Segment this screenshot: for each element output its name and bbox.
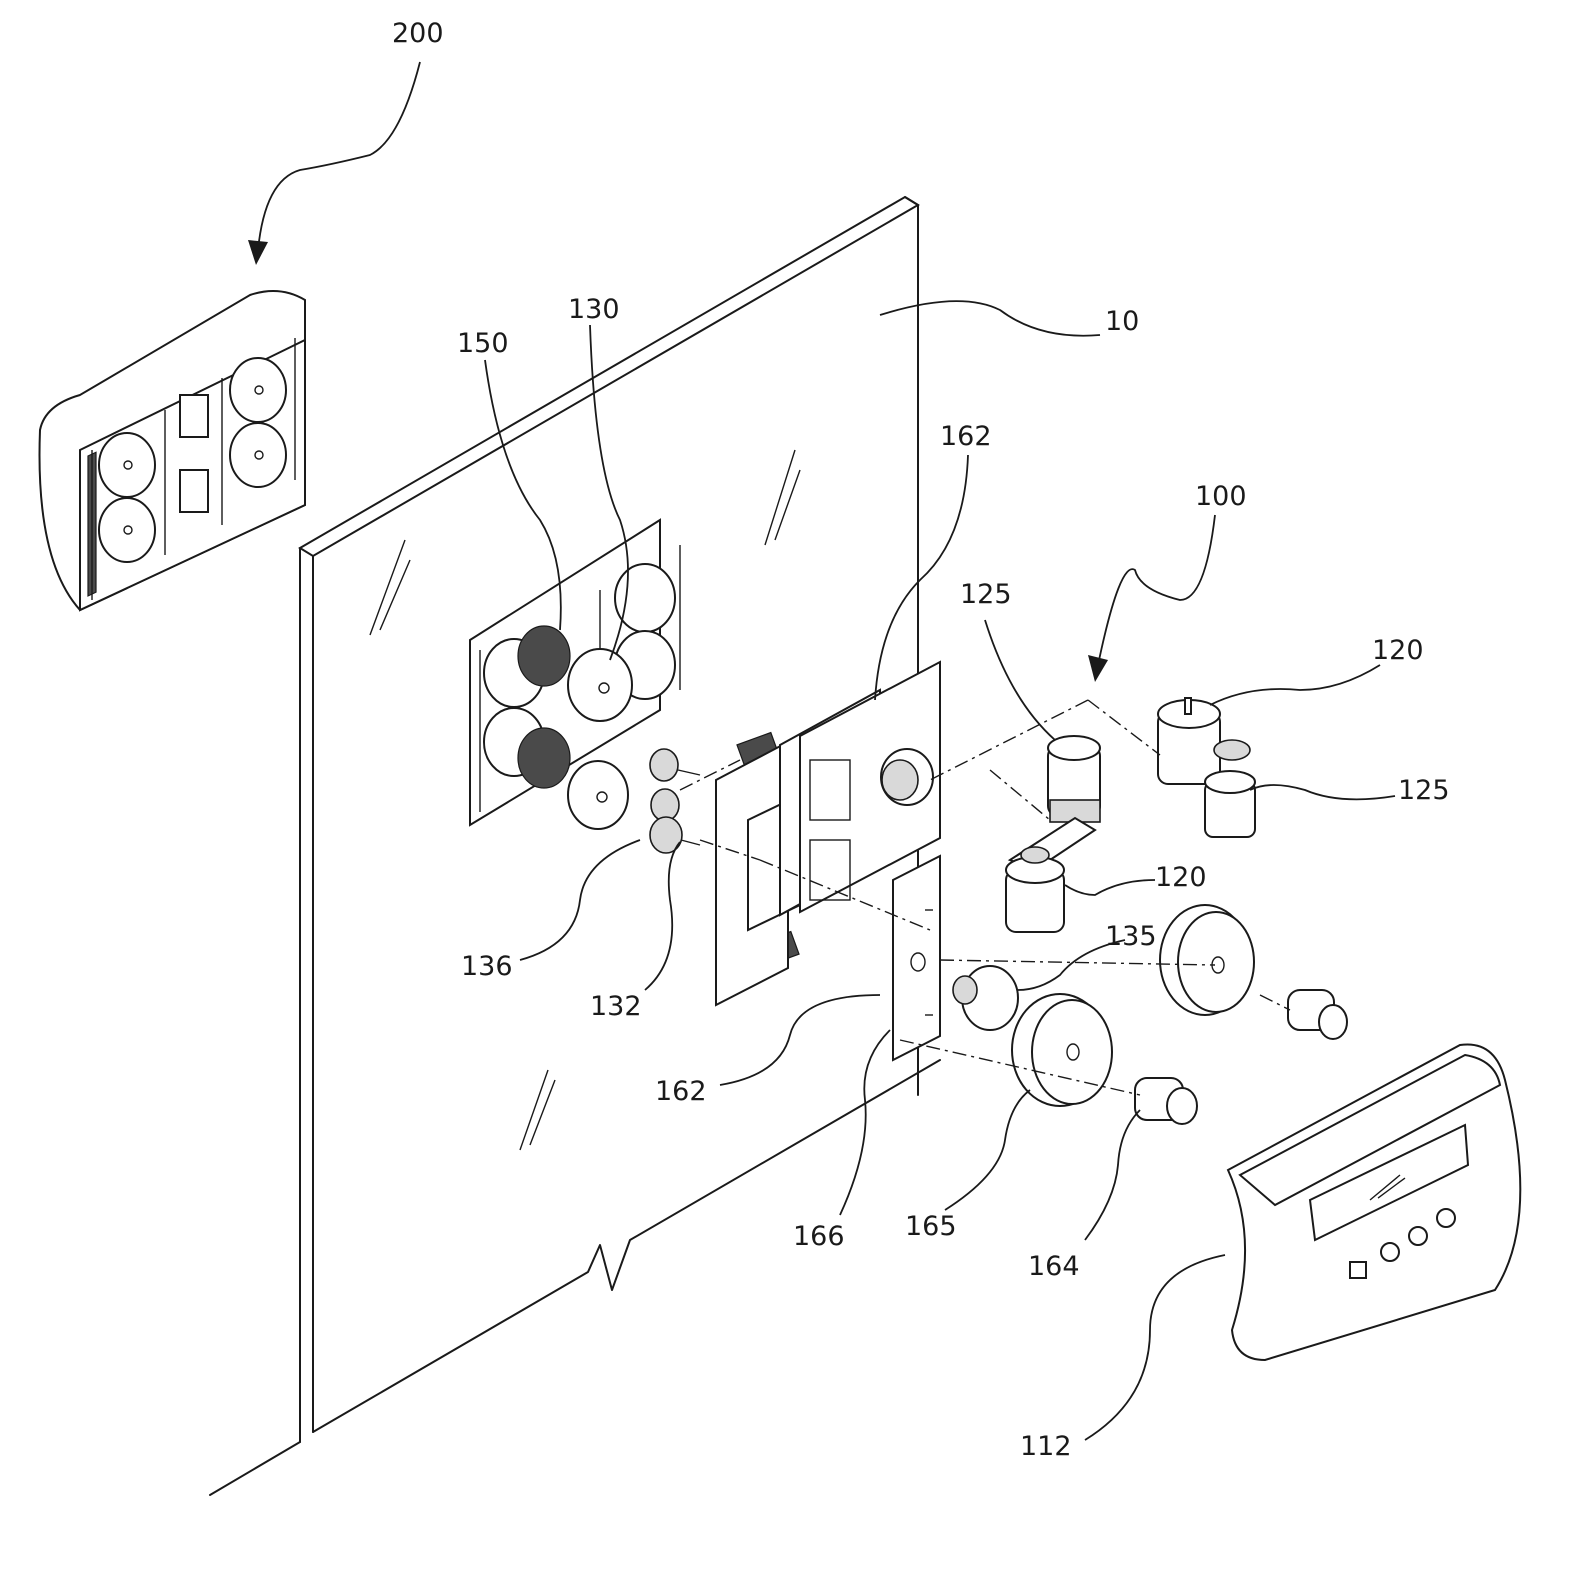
label-165: 165	[905, 1211, 957, 1242]
label-120-right: 120	[1372, 635, 1424, 666]
handle-disc-right	[1160, 905, 1254, 1015]
motor-right	[1158, 698, 1255, 837]
label-162-lower: 162	[655, 1076, 707, 1107]
label-135: 135	[1105, 921, 1157, 952]
label-10: 10	[1105, 306, 1139, 337]
label-120-center: 120	[1155, 862, 1207, 893]
label-100: 100	[1195, 481, 1247, 512]
knob-135	[953, 966, 1018, 1030]
gears	[650, 749, 700, 853]
outer-module	[40, 291, 306, 610]
label-136: 136	[461, 951, 513, 982]
label-130: 130	[568, 294, 620, 325]
label-162-upper: 162	[940, 421, 992, 452]
control-box	[1228, 1044, 1520, 1360]
label-164: 164	[1028, 1251, 1080, 1282]
caps-164	[1135, 990, 1347, 1124]
label-200: 200	[392, 18, 444, 49]
label-112: 112	[1020, 1431, 1072, 1462]
label-166: 166	[793, 1221, 845, 1252]
inner-plate	[470, 520, 680, 829]
label-150: 150	[457, 328, 509, 359]
arrow-200	[248, 62, 420, 265]
label-125-right: 125	[1398, 775, 1450, 806]
motor-center	[1006, 736, 1100, 932]
small-plate	[893, 856, 940, 1060]
handle-disc-165	[1012, 994, 1112, 1106]
label-125-center: 125	[960, 579, 1012, 610]
label-132: 132	[590, 991, 642, 1022]
